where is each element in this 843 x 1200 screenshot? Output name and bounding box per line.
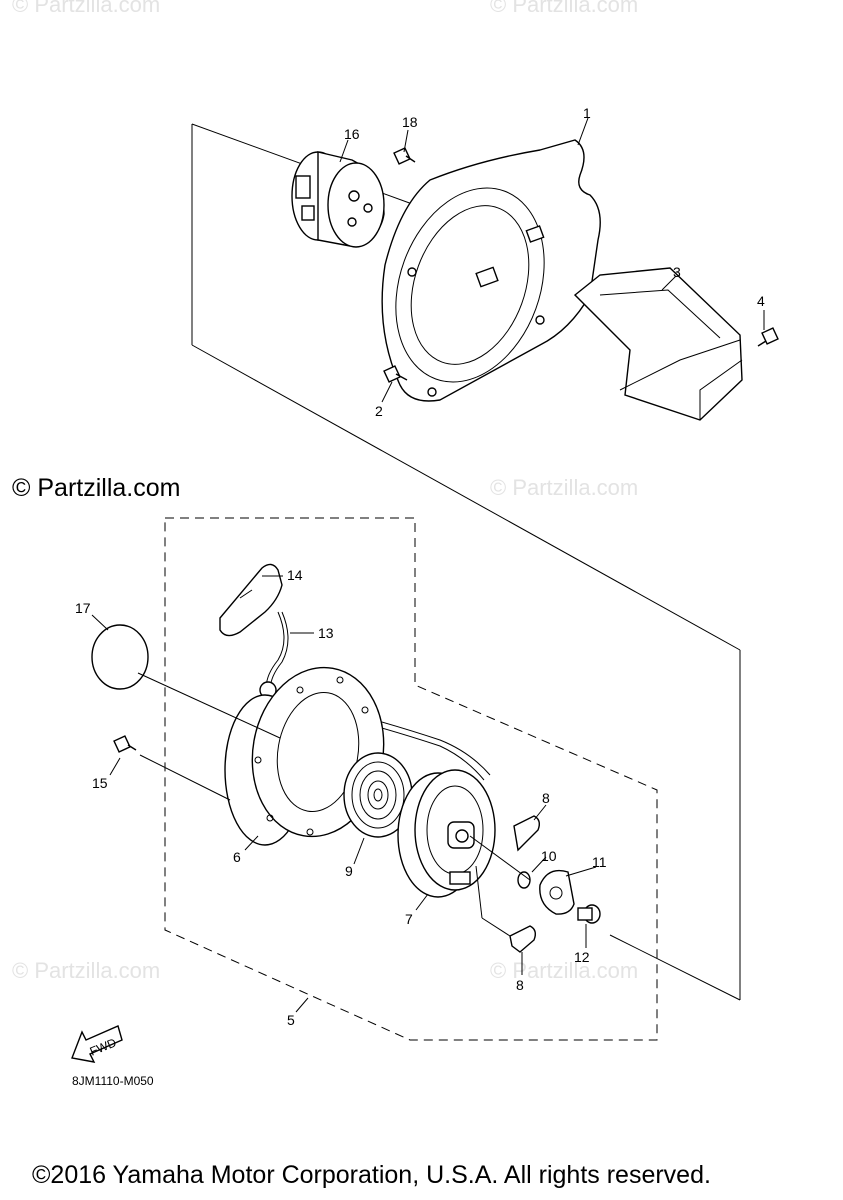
bolt-part-15 xyxy=(113,735,137,753)
callout-8-upper: 8 xyxy=(542,790,550,806)
callout-18: 18 xyxy=(402,114,418,130)
bolt-part-2 xyxy=(383,365,408,383)
callout-4: 4 xyxy=(757,293,765,309)
bolt-part-4 xyxy=(757,327,779,347)
watermark-top-left: © Partzilla.com xyxy=(12,0,160,17)
callout-17: 17 xyxy=(75,600,91,616)
starter-handle-part-14 xyxy=(219,563,283,637)
leader-lines xyxy=(91,117,765,1013)
callout-2: 2 xyxy=(375,403,383,419)
callout-14: 14 xyxy=(287,567,303,583)
callout-1: 1 xyxy=(583,105,591,121)
cap-part-16 xyxy=(291,151,385,248)
reel-part-7 xyxy=(397,769,496,898)
screw-part-12 xyxy=(577,904,601,924)
watermark-mid-right: © Partzilla.com xyxy=(490,475,638,500)
copyright-label: © Partzilla.com xyxy=(12,474,180,502)
callout-13: 13 xyxy=(318,625,334,641)
callout-12: 12 xyxy=(574,949,590,965)
watermark-top-right: © Partzilla.com xyxy=(490,0,638,17)
callout-9: 9 xyxy=(345,863,353,879)
pawl-part-8-lower xyxy=(509,925,537,953)
callout-10: 10 xyxy=(541,848,557,864)
watermark-bottom-right: © Partzilla.com xyxy=(490,958,638,983)
pawl-part-8-upper xyxy=(513,815,541,852)
footer-copyright: ©2016 Yamaha Motor Corporation, U.S.A. A… xyxy=(32,1161,711,1189)
callout-3: 3 xyxy=(673,264,681,280)
diagram-code: 8JM1110-M050 xyxy=(72,1074,154,1088)
washer-part-10 xyxy=(517,871,531,889)
fwd-arrow-icon: FWD xyxy=(71,1025,123,1063)
friction-plate-part-11 xyxy=(539,869,575,915)
fan-housing-part-1 xyxy=(381,139,601,402)
recoil-starter-assembly-outline xyxy=(164,517,658,1041)
plate-part-17 xyxy=(91,624,149,690)
callout-6: 6 xyxy=(233,849,241,865)
callout-11: 11 xyxy=(592,854,607,870)
callout-8-lower: 8 xyxy=(516,977,524,993)
callout-16: 16 xyxy=(344,126,360,142)
bolt-part-18 xyxy=(393,147,416,165)
callout-15: 15 xyxy=(92,775,108,791)
watermark-bottom-left: © Partzilla.com xyxy=(12,958,160,983)
duct-part-3 xyxy=(573,267,743,421)
callout-7: 7 xyxy=(405,911,413,927)
callout-5: 5 xyxy=(287,1012,295,1028)
